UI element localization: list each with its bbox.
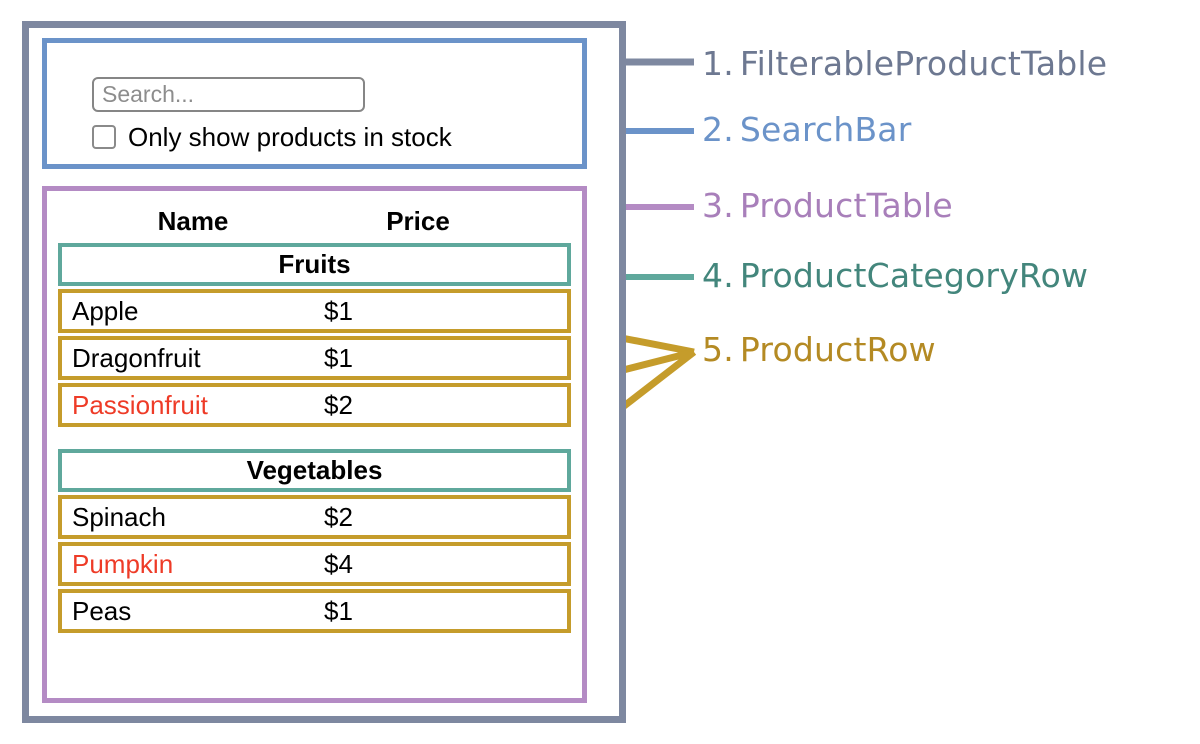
legend-label: ProductTable bbox=[739, 186, 953, 225]
legend-item-filterable-product-table: 1.FilterableProductTable bbox=[702, 44, 1107, 83]
product-category-row: Fruits bbox=[58, 243, 571, 286]
product-price: $1 bbox=[324, 295, 353, 326]
legend-number: 1. bbox=[702, 44, 734, 83]
product-name: Spinach bbox=[72, 501, 166, 532]
column-header-price: Price bbox=[386, 205, 450, 236]
search-bar-frame: Search... Only show products in stock bbox=[42, 38, 587, 169]
product-row: Dragonfruit $1 bbox=[58, 336, 571, 380]
product-row: Pumpkin $4 bbox=[58, 542, 571, 586]
in-stock-checkbox[interactable] bbox=[92, 125, 116, 149]
product-row: Passionfruit $2 bbox=[58, 383, 571, 427]
legend-label: FilterableProductTable bbox=[739, 44, 1108, 83]
legend-label: ProductRow bbox=[739, 330, 936, 369]
product-name: Passionfruit bbox=[72, 389, 208, 420]
legend-item-product-table: 3.ProductTable bbox=[702, 186, 953, 225]
product-name: Apple bbox=[72, 295, 139, 326]
product-table-frame: Name Price Fruits Apple $1 Dragonfruit $… bbox=[42, 186, 587, 703]
product-price: $1 bbox=[324, 342, 353, 373]
in-stock-filter-row[interactable]: Only show products in stock bbox=[92, 123, 452, 151]
legend-item-product-category-row: 4.ProductCategoryRow bbox=[702, 256, 1088, 295]
search-input[interactable]: Search... bbox=[92, 77, 365, 112]
product-name: Peas bbox=[72, 595, 132, 626]
product-row: Spinach $2 bbox=[58, 495, 571, 539]
product-price: $2 bbox=[324, 389, 353, 420]
legend-number: 4. bbox=[702, 256, 734, 295]
legend-item-product-row: 5.ProductRow bbox=[702, 330, 936, 369]
product-row: Apple $1 bbox=[58, 289, 571, 333]
product-row: Peas $1 bbox=[58, 589, 571, 633]
product-price: $4 bbox=[324, 548, 353, 579]
legend-number: 3. bbox=[702, 186, 734, 225]
column-header-name: Name bbox=[157, 205, 229, 236]
product-name: Pumpkin bbox=[72, 548, 174, 579]
product-name: Dragonfruit bbox=[72, 342, 201, 373]
product-price: $2 bbox=[324, 501, 353, 532]
legend-number: 5. bbox=[702, 330, 734, 369]
in-stock-checkbox-label: Only show products in stock bbox=[128, 122, 452, 152]
legend-number: 2. bbox=[702, 110, 734, 149]
product-table-header: Name Price bbox=[58, 199, 571, 243]
product-price: $1 bbox=[324, 595, 353, 626]
product-category-row: Vegetables bbox=[58, 449, 571, 492]
legend-item-search-bar: 2.SearchBar bbox=[702, 110, 912, 149]
legend-label: ProductCategoryRow bbox=[739, 256, 1089, 295]
legend-label: SearchBar bbox=[739, 110, 912, 149]
product-table-body: Name Price Fruits Apple $1 Dragonfruit $… bbox=[58, 199, 571, 636]
